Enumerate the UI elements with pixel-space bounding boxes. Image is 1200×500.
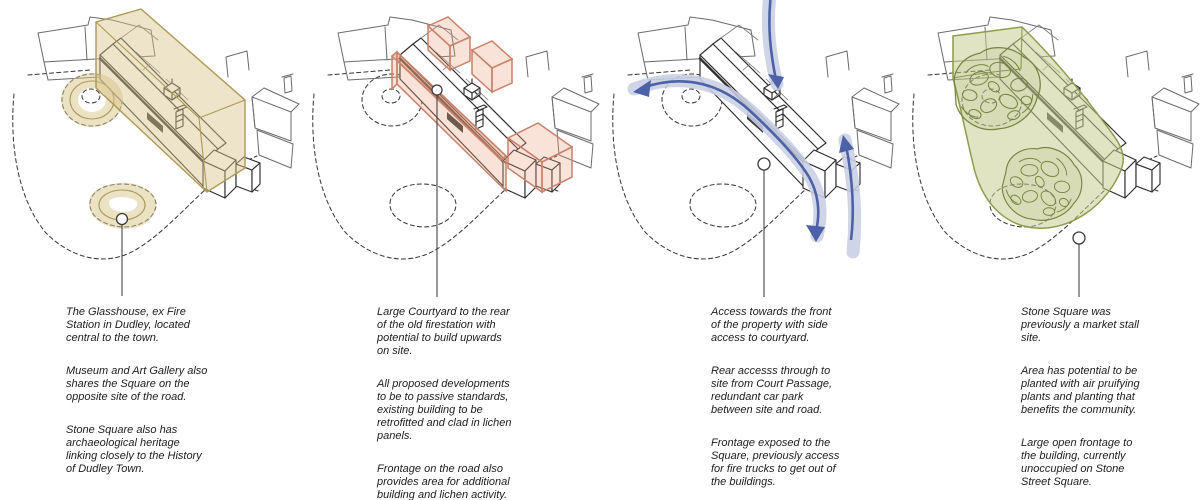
site-context-diagram [11,8,300,296]
proposed-frontage-slab [390,50,508,193]
proposed-corner-box [506,122,574,194]
panel-access-routes: Access towards the front of the property… [600,0,900,500]
panel-green-space: Stone Square was previously a market sta… [900,0,1200,500]
proposed-rear-box-2 [470,40,514,94]
annotation-paragraph: Large open frontage to the building, cur… [1021,437,1133,488]
annotation-paragraph: Access towards the front of the property… [711,306,832,344]
annotation-paragraph: Large Courtyard to the rear of the old f… [377,306,510,357]
heritage-ring-lower [89,182,157,229]
annotation-paragraph: Museum and Art Gallery also shares the S… [66,365,208,403]
annotation-paragraph: Stone Square also has archaeological her… [66,424,202,475]
annotation-paragraph: Area has potential to be planted with ai… [1021,365,1140,416]
leader-line [431,84,443,297]
annotation-paragraph: Frontage on the road also provides area … [377,463,510,500]
leader-circle [1072,231,1086,245]
annotation-paragraph: All proposed developments to be to passi… [377,378,512,442]
annotation-column: Stone Square was previously a market sta… [1021,306,1193,500]
building-volume-highlight [95,8,246,193]
access-flow-arrows [633,0,855,242]
arrowhead-down-entry [768,74,784,89]
arrowhead-up [839,135,854,153]
development-potential-diagram [311,15,600,297]
annotation-paragraph: Stone Square was previously a market sta… [1021,306,1139,344]
annotation-paragraph: Frontage exposed to the Square, previous… [711,437,840,488]
annotation-column: Large Courtyard to the rear of the old f… [377,306,549,500]
annotation-column: Access towards the front of the property… [711,306,883,500]
leader-line [115,212,129,296]
green-space-diagram [911,15,1200,297]
leader-circle [757,157,771,171]
access-routes-diagram [611,0,900,297]
leader-line [757,157,771,297]
panel-site-context: The Glasshouse, ex Fire Station in Dudle… [0,0,300,500]
panel-development-potential: Large Courtyard to the rear of the old f… [300,0,600,500]
leader-line [1072,231,1086,297]
annotation-column: The Glasshouse, ex Fire Station in Dudle… [66,306,238,496]
proposed-rear-box-1 [426,16,472,72]
arrowhead-left [633,80,651,97]
leader-circle [431,84,443,96]
annotation-paragraph: Rear accesss through to site from Court … [711,365,833,416]
leader-circle [115,212,129,226]
arrowhead-down [806,225,825,242]
annotation-paragraph: The Glasshouse, ex Fire Station in Dudle… [66,306,190,344]
heritage-ring-upper [60,72,123,128]
